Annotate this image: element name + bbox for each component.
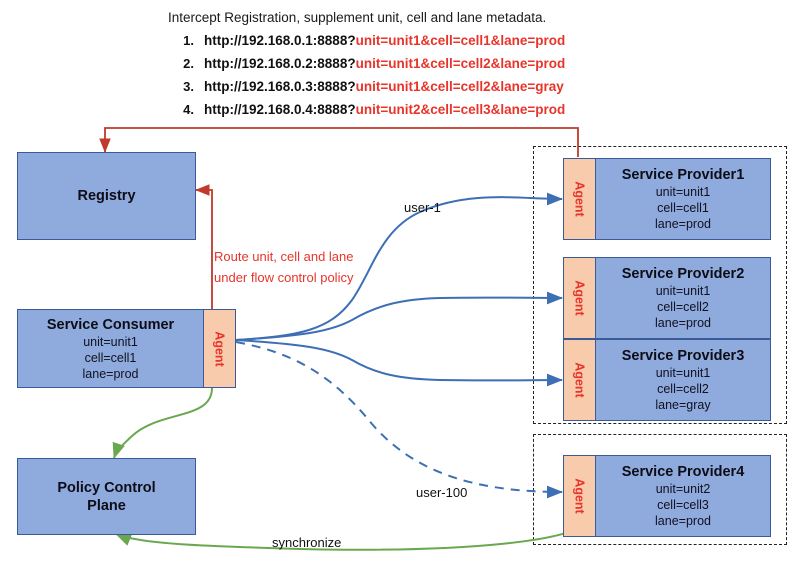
service-provider-4-lane: lane=prod (655, 514, 711, 528)
route-policy-label: Route unit, cell and lane under flow con… (214, 246, 353, 288)
service-provider-2-node[interactable]: Agent Service Provider2 unit=unit1 cell=… (563, 257, 771, 339)
url-list-item: 4. http://192.168.0.4:8888? unit=unit2&c… (168, 99, 638, 120)
url-list-item: 3. http://192.168.0.3:8888? unit=unit1&c… (168, 76, 638, 97)
url-query: unit=unit1&cell=cell2&lane=prod (355, 56, 566, 71)
service-provider-2-unit: unit=unit1 (655, 284, 711, 298)
provider-1-agent-label: Agent (572, 181, 587, 217)
url-base: http://192.168.0.2:8888? (204, 56, 356, 71)
consumer-agent-strip[interactable]: Agent (203, 309, 236, 388)
policy-control-plane-title: Policy Control (57, 479, 156, 496)
flow-wire-provider2 (235, 291, 563, 341)
service-consumer-cell: cell=cell1 (84, 350, 137, 365)
service-consumer-unit: unit=unit1 (83, 334, 138, 349)
registry-node[interactable]: Registry (17, 152, 196, 240)
flow-wire-provider4 (235, 341, 563, 499)
service-provider-1-cell: cell=cell1 (657, 201, 709, 215)
url-base: http://192.168.0.1:8888? (204, 33, 356, 48)
service-provider-4-body: Service Provider4 unit=unit2 cell=cell3 … (596, 455, 771, 537)
service-provider-4-unit: unit=unit2 (655, 482, 711, 496)
consumer-agent-label: Agent (212, 330, 227, 367)
service-provider-4-node[interactable]: Agent Service Provider4 unit=unit2 cell=… (563, 455, 771, 537)
policy-control-plane-node[interactable]: Policy Control Plane (17, 458, 196, 535)
provider-3-agent-strip[interactable]: Agent (563, 339, 596, 421)
provider-4-agent-label: Agent (572, 478, 587, 514)
service-provider-3-unit: unit=unit1 (655, 366, 711, 380)
service-consumer-title: Service Consumer (46, 316, 175, 333)
header-block: Intercept Registration, supplement unit,… (168, 8, 638, 120)
url-query: unit=unit2&cell=cell3&lane=prod (355, 102, 566, 117)
registry-query-wire (195, 184, 213, 312)
url-list-item: 2. http://192.168.0.2:8888? unit=unit1&c… (168, 53, 638, 74)
user-last-label: user-100 (416, 485, 468, 500)
service-provider-1-lane: lane=prod (655, 217, 711, 231)
policy-control-plane-title-2: Plane (87, 497, 126, 514)
url-index: 4. (183, 102, 194, 117)
service-provider-2-cell: cell=cell2 (657, 300, 709, 314)
service-provider-3-node[interactable]: Agent Service Provider3 unit=unit1 cell=… (563, 339, 771, 421)
route-policy-line-1: Route unit, cell and lane (214, 249, 354, 264)
service-provider-4-title: Service Provider4 (621, 464, 745, 480)
url-query: unit=unit1&cell=cell2&lane=gray (355, 79, 564, 94)
route-policy-line-2: under flow control policy (214, 270, 354, 285)
service-provider-1-title: Service Provider1 (621, 167, 745, 183)
service-provider-1-body: Service Provider1 unit=unit1 cell=cell1 … (596, 158, 771, 240)
flow-wire-provider3 (235, 339, 563, 387)
service-provider-2-body: Service Provider2 unit=unit1 cell=cell2 … (596, 257, 771, 339)
service-provider-2-title: Service Provider2 (621, 266, 745, 282)
provider-4-agent-strip[interactable]: Agent (563, 455, 596, 537)
url-index: 1. (183, 33, 194, 48)
service-provider-2-lane: lane=prod (655, 316, 711, 330)
header-title: Intercept Registration, supplement unit,… (168, 10, 547, 25)
provider-2-agent-strip[interactable]: Agent (563, 257, 596, 339)
service-provider-3-body: Service Provider3 unit=unit1 cell=cell2 … (596, 339, 771, 421)
service-consumer-node[interactable]: Service Consumer unit=unit1 cell=cell1 l… (17, 309, 236, 388)
url-base: http://192.168.0.3:8888? (204, 79, 356, 94)
service-provider-4-cell: cell=cell3 (657, 498, 709, 512)
service-provider-3-lane: lane=gray (655, 398, 711, 412)
url-list-item: 1. http://192.168.0.1:8888? unit=unit1&c… (168, 30, 638, 51)
url-index: 2. (183, 56, 194, 71)
url-query: unit=unit1&cell=cell1&lane=prod (355, 33, 566, 48)
service-provider-3-cell: cell=cell2 (657, 382, 709, 396)
service-provider-3-title: Service Provider3 (621, 348, 745, 364)
user-first-label: user-1 (404, 200, 441, 215)
url-index: 3. (183, 79, 194, 94)
provider-1-agent-strip[interactable]: Agent (563, 158, 596, 240)
policy-push-wire (112, 387, 213, 459)
service-provider-1-node[interactable]: Agent Service Provider1 unit=unit1 cell=… (563, 158, 771, 240)
synchronize-label: synchronize (272, 535, 342, 550)
registry-title: Registry (77, 188, 136, 204)
url-base: http://192.168.0.4:8888? (204, 102, 356, 117)
service-consumer-lane: lane=prod (82, 366, 139, 381)
service-consumer-body: Service Consumer unit=unit1 cell=cell1 l… (17, 309, 203, 388)
provider-2-agent-label: Agent (572, 280, 587, 316)
service-provider-1-unit: unit=unit1 (655, 185, 711, 199)
provider-3-agent-label: Agent (572, 362, 587, 398)
